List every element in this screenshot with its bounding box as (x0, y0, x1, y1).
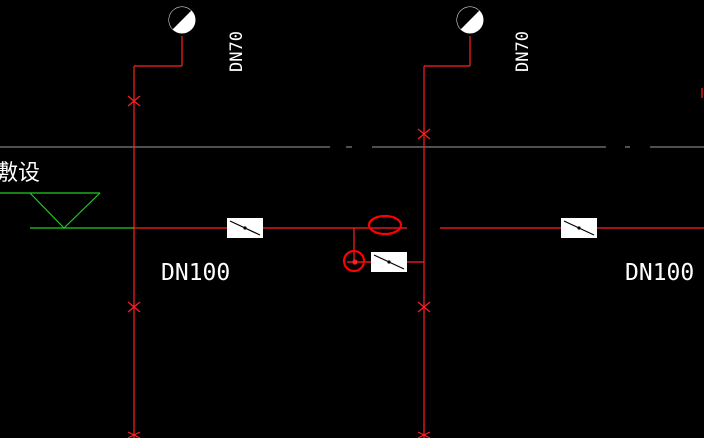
elevation-marker-icon (347, 259, 371, 265)
highlight-circle-bottom (342, 249, 366, 273)
valve-icon-middle[interactable] (371, 252, 407, 272)
right-riser-size-label: DN70 (513, 31, 533, 72)
left-riser-size-label: DN70 (227, 31, 247, 72)
left-main-size-label: DN100 (161, 260, 230, 286)
cut-off-label: 敷设 (0, 161, 40, 186)
left-vent-cap-icon (168, 6, 196, 34)
main-pipe[interactable] (134, 227, 704, 263)
right-main-size-label: DN100 (625, 260, 694, 286)
right-vent-cap-icon (456, 6, 484, 34)
ground-level-marker (0, 192, 134, 229)
left-riser[interactable] (133, 36, 183, 438)
valve-icon-left[interactable] (227, 218, 263, 238)
valve-icon-right[interactable] (561, 218, 597, 238)
highlight-ellipse-top (367, 214, 403, 236)
right-riser[interactable] (423, 36, 471, 438)
riser-cross-marks (127, 95, 431, 438)
